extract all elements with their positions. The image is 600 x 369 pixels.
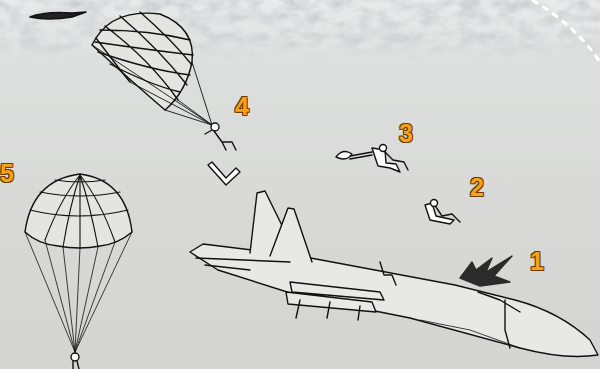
falling-canopy: [30, 12, 86, 19]
fuselage-lines: [196, 258, 396, 285]
ejection-seat: [425, 200, 460, 225]
canopy-seams: [95, 12, 193, 100]
crew-figure: [205, 123, 236, 150]
callout-number: 3: [399, 121, 413, 146]
explosion-burst: [460, 256, 512, 286]
parachute-canopy: [92, 12, 212, 125]
fighter-jet: [190, 191, 598, 356]
callout-number: 4: [235, 94, 249, 119]
callout-number: 5: [0, 161, 14, 186]
pylon-struts: [296, 300, 360, 320]
missile-pylons: [286, 282, 384, 312]
callout-number: 2: [470, 175, 484, 200]
cloud-band: [0, 0, 600, 62]
panel-line: [420, 320, 520, 348]
parachute-canopy: [25, 174, 132, 369]
canopy-frame: [478, 292, 520, 348]
empty-seat: [208, 162, 240, 185]
shroud-lines: [92, 45, 212, 125]
callout-number: 1: [530, 249, 544, 274]
tail-fin: [270, 208, 312, 262]
fuselage: [190, 244, 598, 356]
dashed-border: [532, 0, 600, 62]
crew-drogue: [336, 145, 408, 173]
